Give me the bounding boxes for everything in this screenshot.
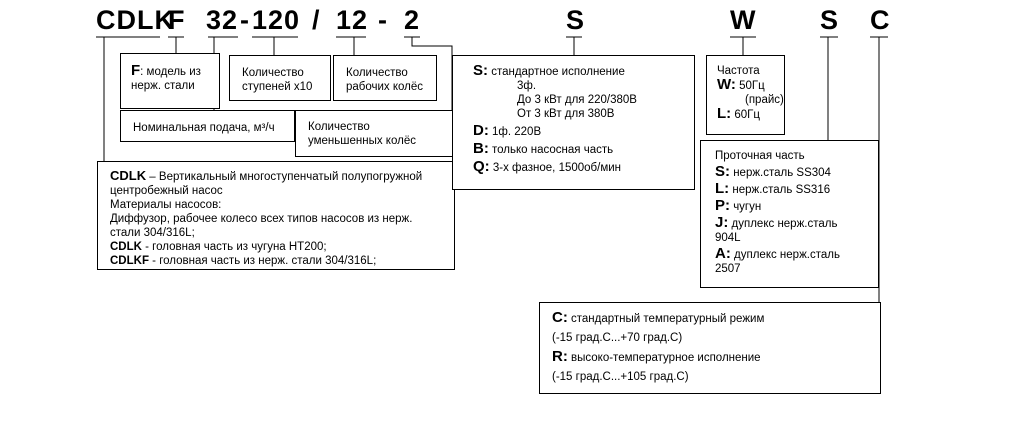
flow-a-text: дуплекс нерж.сталь (730, 249, 840, 261)
code-c-temperature: C (870, 5, 891, 35)
exec-line-1: 3ф. (517, 80, 537, 92)
diffuser-text: Диффузор, рабочее колесо всех типов насо… (110, 213, 413, 239)
nominal-flow-text: Номинальная подача, м³/ч (133, 122, 275, 134)
flow-l-text: нерж.сталь SS316 (729, 184, 831, 196)
code-12: 12 (336, 5, 369, 35)
temperature-box: C: стандартный температурный режим (-15 … (539, 302, 881, 394)
temp-r-letter: R: (552, 348, 568, 365)
exec-d-text: 1ф. 220В (488, 126, 542, 138)
flow-s-letter: S: (715, 163, 730, 180)
freq-l-letter: L: (717, 105, 732, 122)
code-f: F (168, 5, 186, 35)
flow-p-letter: P: (715, 197, 730, 214)
exec-b-text: только насосная часть (488, 144, 614, 156)
materials-label: Материалы насосов: (110, 199, 222, 211)
flow-a-text2: 2507 (715, 263, 741, 275)
freq-title: Частота (717, 65, 760, 77)
code-s-execution: S (566, 5, 586, 35)
exec-s-text: стандартное исполнение (488, 66, 625, 78)
exec-q-text: 3-х фазное, 1500об/мин (489, 162, 622, 174)
freq-l-text: 60Гц (731, 109, 760, 121)
execution-box: S: стандартное исполнение 3ф. До 3 кВт д… (452, 55, 695, 190)
cdlk-title: CDLK (110, 168, 147, 183)
code-slash: / (312, 5, 321, 35)
flow-s-text: нерж.сталь SS304 (730, 167, 831, 179)
stages-text: Количество ступеней х10 (242, 67, 313, 93)
cdlk-title-rest: – Вертикальный многоступенчатый полупогр… (110, 171, 423, 197)
cdlkf-b-text: - головная часть из нерж. стали 304/316L… (148, 255, 377, 267)
code-120: 120 (252, 5, 301, 35)
stages-box: Количество ступеней х10 (229, 55, 331, 101)
flow-l-letter: L: (715, 180, 730, 197)
code-dash-1: - (240, 5, 250, 35)
exec-b-letter: B: (473, 140, 489, 157)
cdlk-description-box: CDLK – Вертикальный многоступенчатый пол… (97, 161, 455, 270)
temp-c-letter: C: (552, 309, 568, 326)
flow-p-text: чугун (730, 201, 762, 213)
nominal-flow-box: Номинальная подача, м³/ч (120, 110, 295, 142)
code-w-frequency: W (730, 5, 757, 35)
cdlk-b-label: CDLK (110, 241, 142, 253)
frequency-box: Частота W: 50Гц (прайс) L: 60Гц (706, 55, 785, 135)
code-cdlk: CDLK (96, 5, 175, 35)
exec-d-letter: D: (473, 122, 489, 139)
code-s-flow: S (820, 5, 840, 35)
code-2: 2 (404, 5, 421, 35)
freq-w-text: 50Гц (735, 80, 765, 92)
impellers-text: Количество рабочих колёс (346, 67, 424, 93)
exec-line-3: От 3 кВт для 380В (517, 108, 615, 120)
impellers-box: Количество рабочих колёс (333, 55, 437, 101)
flow-part-box: Проточная часть S: нерж.сталь SS304 L: н… (700, 140, 879, 288)
code-dash-2: - (378, 5, 388, 35)
flow-j-text: дуплекс нерж.сталь (728, 218, 838, 230)
flow-j-text2: 904L (715, 232, 741, 244)
temp-c-range: (-15 град.С...+70 град.С) (552, 332, 683, 344)
temp-c-text: стандартный температурный режим (567, 313, 765, 325)
cdlk-b-text: - головная часть из чугуна HT200; (141, 241, 327, 253)
exec-s-letter: S: (473, 62, 488, 79)
exec-line-2: До 3 кВт для 220/380В (517, 94, 637, 106)
reduced-impellers-box: Количество уменьшенных колёс (295, 110, 455, 157)
cdlkf-b-label: CDLKF (110, 255, 149, 267)
f-letter: F (131, 62, 141, 79)
f-text: : модель из нерж. стали (131, 66, 201, 92)
material-f-box: F: модель из нерж. стали (120, 53, 220, 109)
temp-r-text: высоко-температурное исполнение (567, 352, 761, 364)
freq-w-text2: (прайс) (745, 94, 784, 106)
flow-j-letter: J: (715, 214, 729, 231)
flow-a-letter: A: (715, 245, 731, 262)
exec-q-letter: Q: (473, 158, 490, 175)
flow-title: Проточная часть (715, 150, 805, 162)
temp-r-range: (-15 град.С...+105 град.С) (552, 371, 689, 383)
freq-w-letter: W: (717, 76, 736, 93)
reduced-impellers-text: Количество уменьшенных колёс (308, 121, 416, 147)
code-32: 32 (206, 5, 239, 35)
